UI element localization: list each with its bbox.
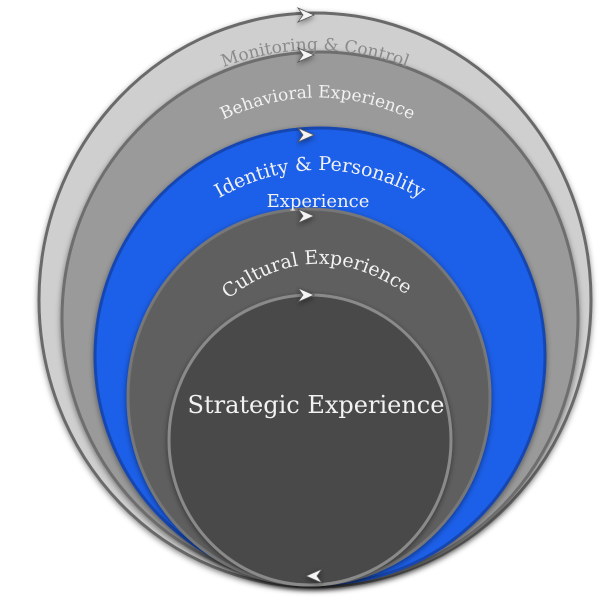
label-identity-personality-line2: Experience [267, 191, 370, 212]
arrow-right-icon [296, 127, 315, 143]
arrow-right-icon [296, 287, 315, 303]
arrow-left-icon [305, 568, 324, 584]
arrow-right-icon [296, 208, 315, 224]
layer-strategic-experience [167, 293, 453, 587]
arrow-right-icon [296, 7, 315, 23]
arrow-right-icon [296, 47, 315, 63]
label-strategic-experience: Strategic Experience [188, 391, 445, 419]
